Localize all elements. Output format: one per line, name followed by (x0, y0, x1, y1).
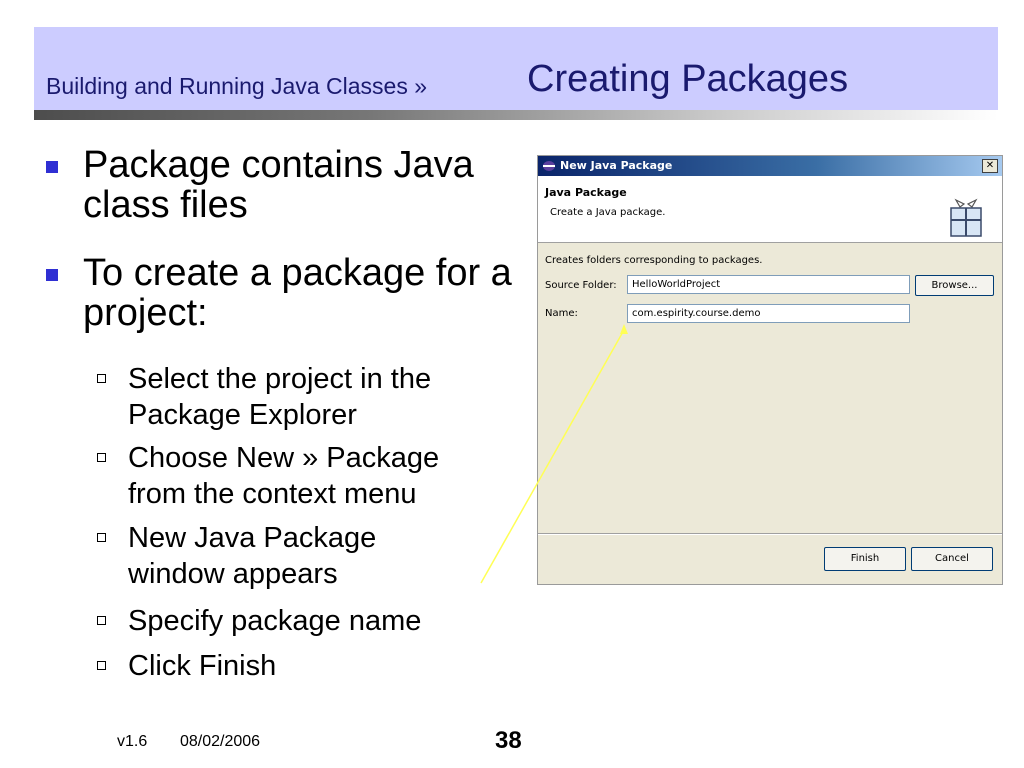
hollow-square-bullet-icon (97, 661, 106, 670)
footer-date: 08/02/2006 (180, 733, 261, 750)
info-text: Creates folders corresponding to package… (545, 255, 763, 266)
name-label: Name: (545, 308, 578, 319)
sub-bullet-text: Choose New » Package from the context me… (128, 442, 440, 510)
source-folder-label: Source Folder: (545, 280, 617, 291)
hollow-square-bullet-icon (97, 533, 106, 542)
square-bullet-icon (46, 269, 58, 281)
sub-bullet-text: New Java Package window appears (128, 522, 377, 590)
sub-bullet-text: Select the project in the Package Explor… (128, 363, 432, 431)
new-java-package-dialog: New Java Package ✕ Java Package Create a… (537, 155, 1003, 585)
section-title: Building and Running Java Classes » (46, 73, 428, 99)
square-bullet-icon (46, 161, 58, 173)
sub-bullet-text: Specify package name (128, 605, 422, 637)
footer-version: v1.6 (117, 733, 148, 750)
dialog-title-bar[interactable]: New Java Package ✕ (538, 156, 1002, 176)
sub-bullet-text: Click Finish (128, 650, 277, 682)
finish-button[interactable]: Finish (824, 547, 906, 571)
cancel-button[interactable]: Cancel (911, 547, 993, 571)
slide-header (34, 27, 998, 111)
bullet-text: To create a package for a project: (83, 252, 512, 334)
close-icon: ✕ (985, 160, 995, 171)
header-divider (34, 110, 998, 120)
hollow-square-bullet-icon (97, 453, 106, 462)
dialog-title: New Java Package (560, 159, 673, 172)
page-number: 38 (495, 727, 522, 754)
hollow-square-bullet-icon (97, 374, 106, 383)
package-name-field[interactable] (627, 304, 910, 323)
source-folder-field[interactable] (627, 275, 910, 294)
bullet-text: Package contains Java class files (83, 144, 474, 226)
page-title: Creating Packages (527, 58, 849, 100)
eclipse-icon (543, 161, 555, 171)
browse-button[interactable]: Browse... (915, 275, 994, 296)
hollow-square-bullet-icon (97, 616, 106, 625)
package-icon (950, 198, 982, 237)
close-button[interactable]: ✕ (982, 159, 998, 173)
banner-description: Create a Java package. (550, 207, 666, 218)
dialog-banner: Java Package Create a Java package. (538, 176, 1002, 243)
banner-title: Java Package (545, 186, 627, 199)
dialog-separator (538, 533, 1002, 535)
